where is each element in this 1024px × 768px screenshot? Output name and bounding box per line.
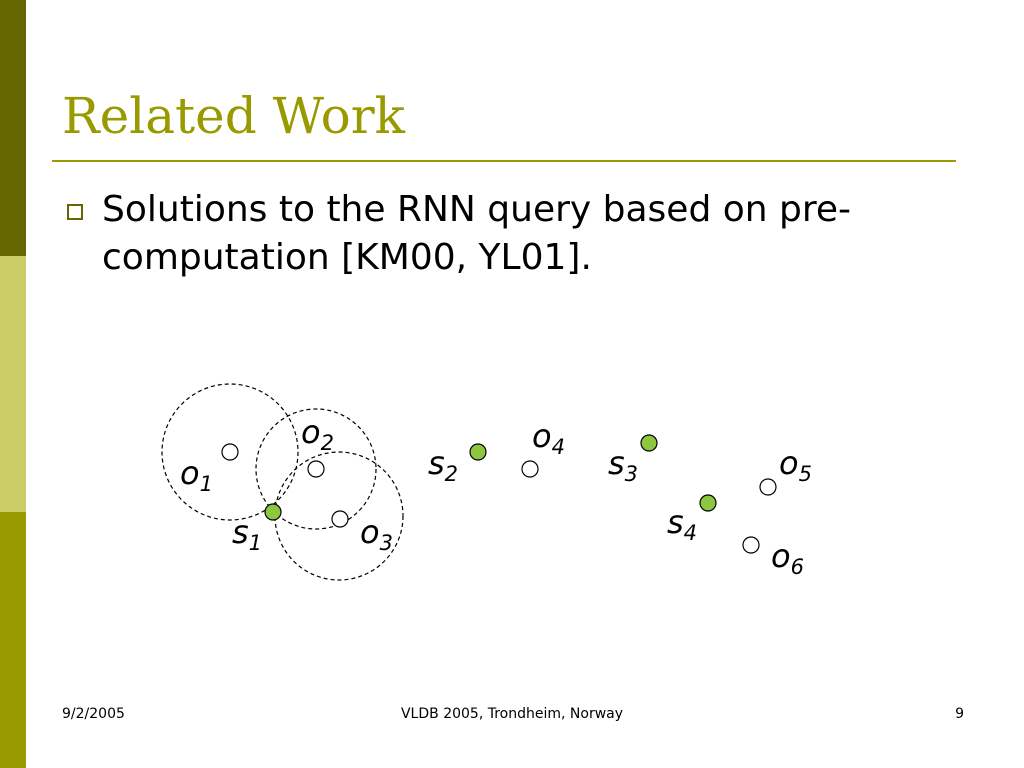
object-point-o3 <box>331 510 349 528</box>
slide-title: Related Work <box>62 87 405 145</box>
site-point-s3 <box>640 434 658 452</box>
label-o5: o5 <box>779 444 812 486</box>
site-point-s4 <box>699 494 717 512</box>
range-circle-o3 <box>274 451 404 581</box>
label-o2: o2 <box>301 413 334 455</box>
label-o1: o1 <box>180 454 213 496</box>
sidebar-stripe-light <box>0 256 26 512</box>
sidebar-stripe-dark <box>0 0 26 256</box>
bullet-line-1: Solutions to the RNN query based on pre- <box>102 189 852 230</box>
object-point-o2 <box>307 460 325 478</box>
footer-date: 9/2/2005 <box>62 706 125 722</box>
square-bullet-icon <box>67 204 83 220</box>
bullet-text: Solutions to the RNN query based on pre-… <box>102 186 962 282</box>
label-o3: o3 <box>360 513 393 555</box>
object-point-o1 <box>221 443 239 461</box>
sidebar-stripe-olive <box>0 512 26 768</box>
label-o4: o4 <box>532 417 565 459</box>
object-point-o6 <box>742 536 760 554</box>
label-s1: s1 <box>232 513 262 555</box>
range-circle-o1 <box>161 383 299 521</box>
label-s4: s4 <box>667 503 697 545</box>
label-s3: s3 <box>608 444 638 486</box>
object-point-o4 <box>521 460 539 478</box>
bullet-line-2: computation [KM00, YL01]. <box>102 237 592 278</box>
site-point-s1 <box>264 503 282 521</box>
object-point-o5 <box>759 478 777 496</box>
range-circle-o2 <box>255 408 377 530</box>
footer-conference: VLDB 2005, Trondheim, Norway <box>400 706 624 722</box>
title-divider <box>52 160 956 162</box>
label-o6: o6 <box>771 537 804 579</box>
label-s2: s2 <box>428 444 458 486</box>
site-point-s2 <box>469 443 487 461</box>
slide-number: 9 <box>955 706 964 722</box>
